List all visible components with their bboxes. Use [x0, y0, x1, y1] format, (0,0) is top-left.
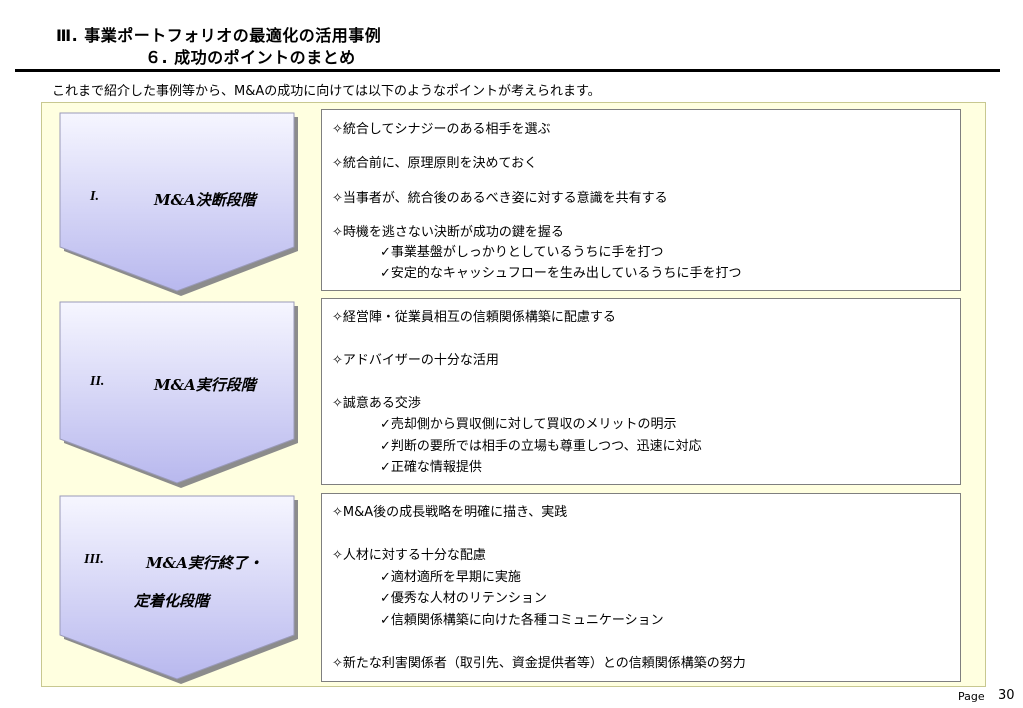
chevron-down-icon [59, 495, 298, 684]
stage-2-chevron: II. M&A実行段階 [58, 300, 298, 488]
chevron-down-icon [59, 301, 298, 488]
sub-item: ✓正確な情報提供 [380, 460, 482, 475]
list-item: ✧当事者が、統合後のあるべき姿に対する意識を共有する [332, 191, 668, 206]
stage-3-number: III. [84, 552, 104, 567]
list-item: ✧統合してシナジーのある相手を選ぶ [332, 122, 551, 137]
list-item: ✧新たな利害関係者（取引先、資金提供者等）との信頼関係構築の努力 [332, 656, 746, 671]
list-item: ✧人材に対する十分な配慮 [332, 548, 486, 563]
sub-item: ✓売却側から買収側に対して買収のメリットの明示 [380, 417, 677, 432]
stage-3-name-line2: 定着化段階 [134, 592, 210, 610]
chevron-down-icon [59, 112, 298, 296]
page-label: Page [958, 690, 985, 703]
stage-1-number: I. [90, 189, 99, 204]
sub-item: ✓安定的なキャッシュフローを生み出しているうちに手を打つ [380, 266, 742, 281]
sub-item: ✓信頼関係構築に向けた各種コミュニケーション [380, 613, 664, 628]
stage-3-name-line1: M&A実行終了・ [146, 554, 263, 572]
summary-panel: I. M&A決断段階 ✧統合してシナジーのある相手を選ぶ ✧統合前に、原理原則を… [41, 102, 986, 687]
stage-1-points: ✧統合してシナジーのある相手を選ぶ ✧統合前に、原理原則を決めておく ✧当事者が… [321, 109, 961, 291]
stage-1-name: M&A決断段階 [154, 191, 256, 209]
page-title: Ⅲ. 事業ポートフォリオの最適化の活用事例 [56, 26, 382, 45]
sub-item: ✓事業基盤がしっかりとしているうちに手を打つ [380, 245, 664, 260]
list-item: ✧アドバイザーの十分な活用 [332, 353, 499, 368]
sub-item: ✓優秀な人材のリテンション [380, 591, 547, 606]
intro-text: これまで紹介した事例等から、M&Aの成功に向けては以下のようなポイントが考えられ… [52, 84, 601, 99]
stage-2-number: II. [90, 374, 105, 389]
title-divider [15, 69, 1000, 72]
stage-1-chevron: I. M&A決断段階 [58, 111, 298, 296]
sub-item: ✓適材適所を早期に実施 [380, 570, 521, 585]
page-subtitle: ６. 成功のポイントのまとめ [145, 48, 356, 67]
list-item: ✧経営陣・従業員相互の信頼関係構築に配慮する [332, 310, 616, 325]
page-number: 30 [998, 688, 1015, 703]
stage-3-chevron: III. M&A実行終了・ 定着化段階 [58, 494, 298, 684]
stage-2-points: ✧経営陣・従業員相互の信頼関係構築に配慮する ✧アドバイザーの十分な活用 ✧誠意… [321, 298, 961, 485]
stage-3-points: ✧M&A後の成長戦略を明確に描き、実践 ✧人材に対する十分な配慮 ✓適材適所を早… [321, 493, 961, 682]
list-item: ✧M&A後の成長戦略を明確に描き、実践 [332, 505, 568, 520]
sub-item: ✓判断の要所では相手の立場も尊重しつつ、迅速に対応 [380, 439, 702, 454]
list-item: ✧時機を逃さない決断が成功の鍵を握る [332, 225, 564, 240]
stage-2-name: M&A実行段階 [154, 376, 256, 394]
list-item: ✧誠意ある交渉 [332, 396, 421, 411]
list-item: ✧統合前に、原理原則を決めておく [332, 156, 538, 171]
